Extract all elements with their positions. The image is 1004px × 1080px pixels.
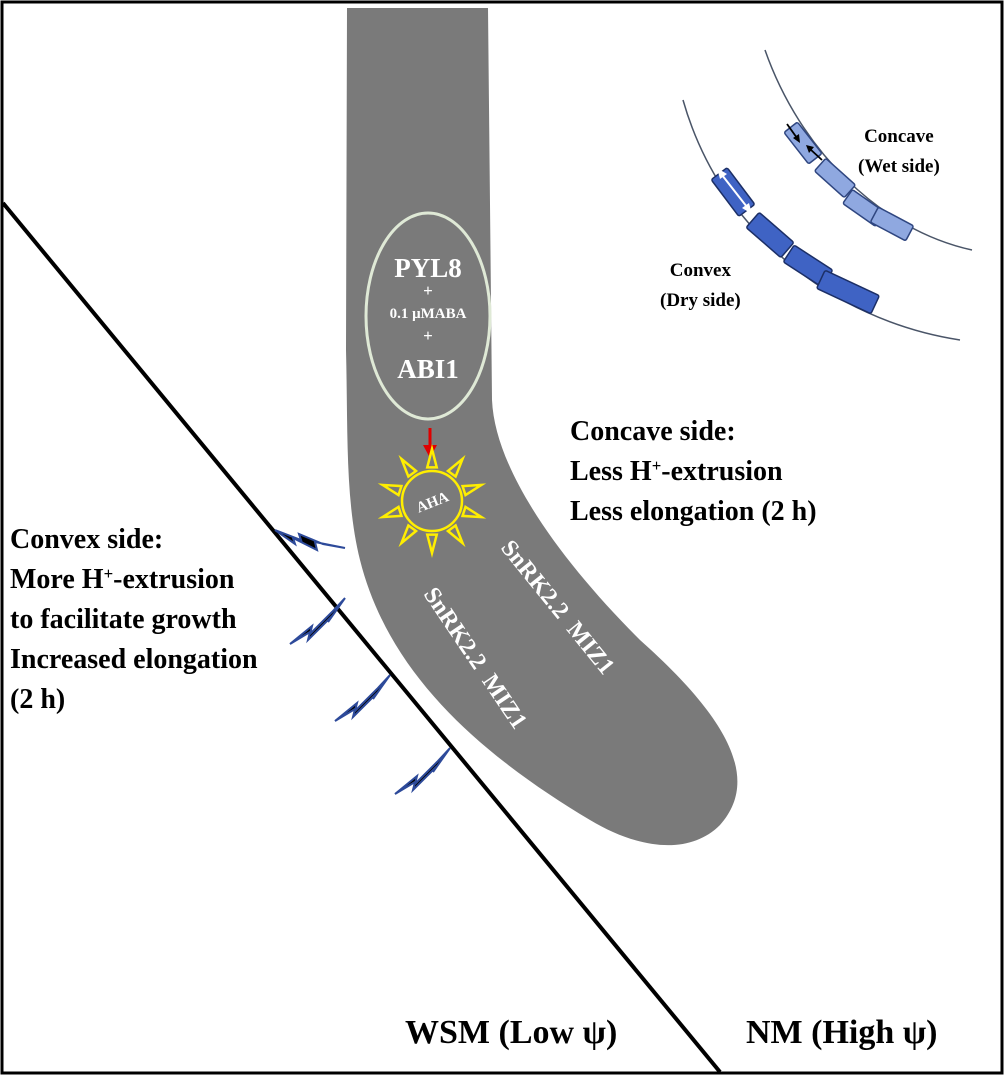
receptor-complex-ellipse	[364, 211, 492, 421]
sun-ray	[425, 533, 439, 558]
inset-convex-sub: (Dry side)	[660, 290, 741, 311]
convex-side-extrusion: More H+-extrusion	[10, 563, 235, 595]
convex-side-growth: to facilitate growth	[10, 604, 237, 635]
complex-aba: 0.1 μMABA	[390, 306, 467, 322]
inset-concave-label: Concave (Wet side)	[858, 122, 940, 182]
inset-convex-title: Convex	[669, 260, 731, 281]
inset-concave-sub: (Wet side)	[858, 156, 940, 177]
lightning-bolt	[334, 674, 391, 722]
convex-side-elongation: Increased elongation	[10, 644, 258, 675]
complex-plus-1: +	[423, 281, 433, 300]
cell	[746, 212, 794, 258]
sun-ray	[445, 523, 466, 548]
lightning-bolt	[274, 529, 346, 552]
convex-side-time: (2 h)	[10, 684, 66, 715]
inset-concave-title: Concave	[864, 126, 934, 147]
convex-side-annotation: Convex side: More H+-extrusion to facili…	[10, 520, 258, 720]
complex-abi1: ABI1	[397, 354, 459, 384]
concave-side-annotation: Concave side: Less H+-extrusion Less elo…	[570, 412, 817, 532]
sun-ray	[445, 454, 466, 479]
sun-ray	[425, 444, 439, 469]
sun-ray	[460, 483, 487, 498]
concave-side-title: Concave side:	[570, 416, 736, 447]
sun-ray	[398, 454, 419, 479]
signal-arrow	[423, 428, 437, 458]
convex-side-title: Convex side:	[10, 524, 164, 555]
cell	[816, 270, 880, 314]
sun-ray	[377, 483, 404, 498]
lightning-bolt	[289, 597, 346, 645]
lightning-bolt	[394, 747, 451, 795]
medium-label-wsm: WSM (Low ψ)	[405, 1014, 618, 1051]
stress-bolts	[274, 529, 451, 795]
inset-curvature	[682, 49, 973, 341]
media-boundary-line	[1, 201, 722, 1074]
sun-ray	[460, 504, 487, 519]
sun-ray	[377, 504, 404, 519]
cell	[814, 158, 856, 198]
concave-side-extrusion: Less H+-extrusion	[570, 455, 783, 487]
medium-label-nm: NM (High ψ)	[746, 1014, 938, 1051]
inset-convex-label: Convex (Dry side)	[660, 256, 741, 316]
concave-shortening-arrow	[786, 123, 823, 161]
cell	[870, 207, 914, 241]
complex-pyl8: PYL8	[394, 253, 462, 283]
concave-side-elongation: Less elongation (2 h)	[570, 496, 817, 527]
sun-ray	[398, 523, 419, 548]
complex-plus-2: +	[423, 326, 433, 345]
convex-elongation-arrow	[717, 168, 752, 214]
